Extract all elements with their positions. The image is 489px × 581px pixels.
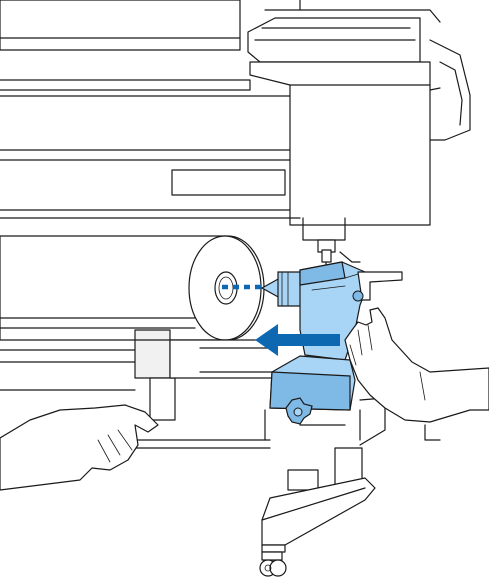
slot	[171, 169, 286, 196]
leg-foot	[261, 477, 376, 546]
stand-leg	[259, 424, 441, 577]
spindle-tip	[260, 276, 281, 300]
arrow-left-icon	[255, 324, 340, 356]
printer-body	[0, 0, 471, 269]
caster	[261, 551, 283, 561]
left-hand	[0, 404, 159, 491]
left-bracket	[134, 329, 171, 379]
top-edge	[0, 79, 251, 91]
right-hand	[344, 307, 489, 423]
lock-lever	[357, 271, 403, 301]
top-cover	[0, 0, 241, 51]
knob-icon	[285, 397, 313, 425]
side-panel	[289, 84, 431, 226]
